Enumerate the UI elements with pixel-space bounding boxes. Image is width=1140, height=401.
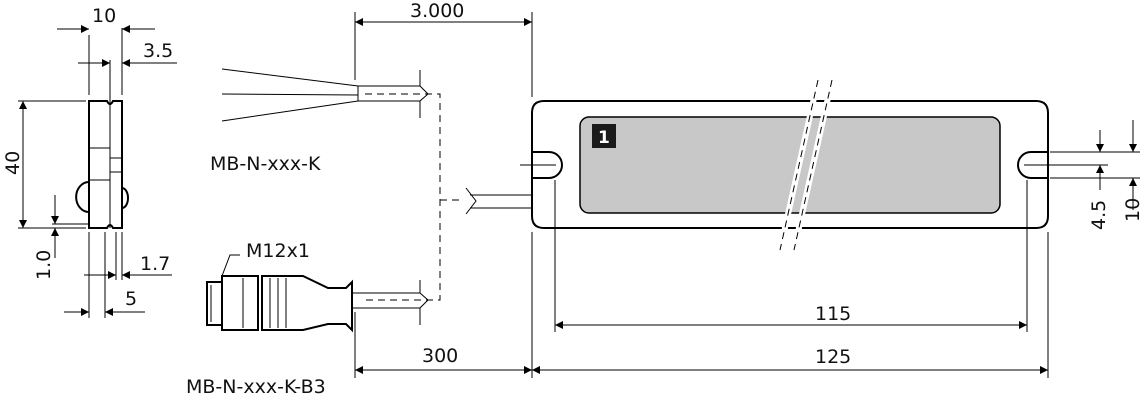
cable-variant-label: MB-N-xxx-K <box>210 153 321 175</box>
dim-slot-width: 4.5 <box>1088 200 1110 230</box>
dim-width: 10 <box>92 5 116 27</box>
side-view: 10 3.5 40 1.0 1.7 5 <box>2 5 177 318</box>
dim-groove: 3.5 <box>143 40 173 62</box>
dim-depth: 5 <box>125 288 137 310</box>
badge-number: 1 <box>598 128 610 148</box>
dim-pigtail-length: 300 <box>422 345 458 367</box>
dim-height: 40 <box>2 151 24 175</box>
dim-offset: 1.0 <box>33 250 55 280</box>
connector-variant: M12x1 MB-N-xxx-K-B3 <box>186 240 429 398</box>
dim-slot-height: 10 <box>1122 198 1140 222</box>
thread-label: M12x1 <box>246 240 310 262</box>
badge <box>592 124 616 148</box>
dim-cable-length: 3.000 <box>410 0 464 22</box>
dim-lip: 1.7 <box>140 253 170 275</box>
connector-variant-label: MB-N-xxx-K-B3 <box>186 376 326 398</box>
main-view: 1 3.000 300 115 125 4.5 10 <box>354 0 1140 378</box>
dim-hole-spacing: 115 <box>815 303 851 325</box>
cable-variant: MB-N-xxx-K <box>210 68 441 301</box>
dim-total-length: 125 <box>815 346 851 368</box>
